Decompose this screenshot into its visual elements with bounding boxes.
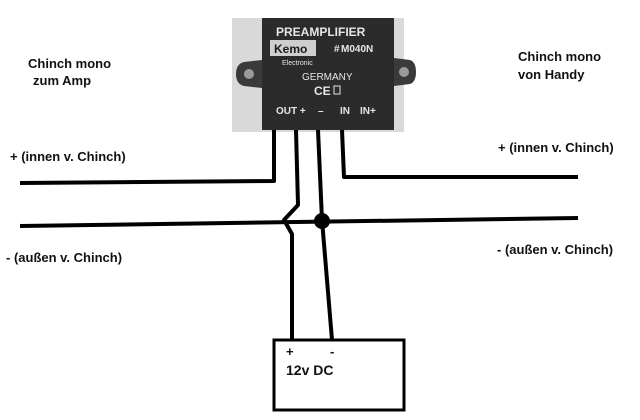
model-number-hash-icon: # (334, 44, 340, 55)
right-heading-line1: Chinch mono (518, 49, 602, 64)
preamplifier-module: PREAMPLIFIER Kemo # M040N Electronic GER… (232, 18, 416, 132)
right-screw-hole (399, 67, 409, 77)
wire-ground-common (19, 216, 579, 228)
right-minus-label: - (außen v. Chinch) (497, 242, 614, 257)
model-number: M040N (341, 44, 373, 55)
left-plus-label: + (innen v. Chinch) (10, 149, 126, 164)
wire-right-plus (340, 129, 578, 179)
brand-subtitle: Electronic (282, 60, 313, 67)
power-supply-box (272, 338, 406, 412)
left-screw-hole (244, 69, 254, 79)
power-voltage-label: 12v DC (286, 362, 333, 378)
ground-junction-dot (314, 213, 330, 229)
wire-ground-to-power-minus (316, 129, 334, 341)
brand-name: Kemo (274, 42, 307, 56)
pin-label-out-plus: OUT + (276, 106, 306, 117)
left-heading-line1: Chinch mono (28, 56, 112, 71)
pin-label-minus: – (318, 106, 324, 117)
power-minus-label: - (330, 344, 334, 359)
left-minus-label: - (außen v. Chinch) (6, 250, 123, 265)
brand-badge (270, 40, 316, 56)
pin-label-in: IN (340, 106, 350, 117)
module-body (262, 18, 394, 130)
power-plus-label: + (286, 344, 294, 359)
wire-power-plus (282, 129, 300, 340)
ce-mark: CE (314, 84, 331, 98)
country-label: GERMANY (302, 72, 353, 83)
pin-label-in-plus: IN+ (360, 106, 376, 117)
wire-left-plus (19, 130, 276, 185)
right-plus-label: + (innen v. Chinch) (498, 140, 614, 155)
module-title: PREAMPLIFIER (276, 25, 366, 39)
left-heading-line2: zum Amp (33, 73, 92, 88)
recycle-bin-icon (333, 85, 341, 95)
right-heading-line2: von Handy (518, 67, 585, 82)
